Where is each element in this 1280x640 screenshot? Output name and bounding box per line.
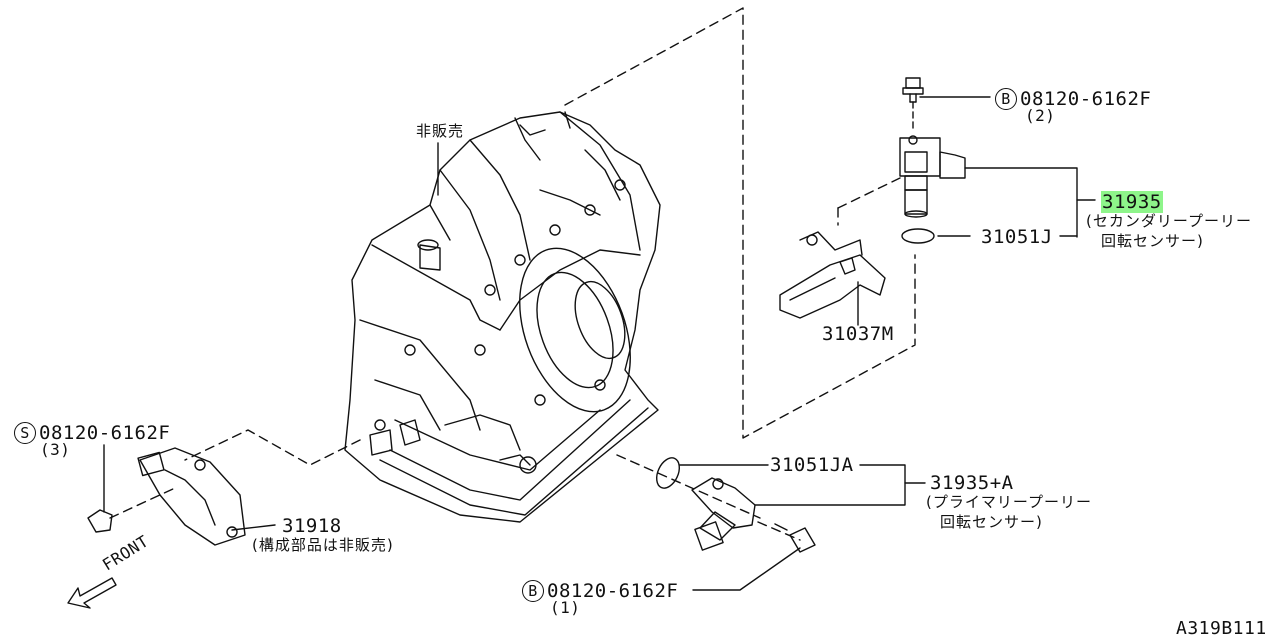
- part-desc: (構成部品は非販売): [252, 536, 394, 554]
- bolt-bottom: [774, 523, 816, 553]
- primary-pulley-sensor: [691, 477, 756, 551]
- part-number: 08120-6162F: [547, 579, 679, 602]
- leader-lines: [103, 96, 1096, 591]
- part-label-31918[interactable]: 31918: [282, 515, 342, 537]
- part-qty: (3): [40, 440, 71, 459]
- part-desc: 回転センサー): [1101, 232, 1204, 250]
- part-desc: (セカンダリープーリー: [1086, 212, 1252, 230]
- part-number: 08120-6162F: [1020, 87, 1152, 110]
- part-label-08120-top[interactable]: B 08120-6162F: [995, 88, 1151, 110]
- part-label-31051ja[interactable]: 31051JA: [770, 454, 854, 476]
- part-label-08120-bottom[interactable]: B 08120-6162F: [522, 580, 678, 602]
- secondary-pulley-sensor: [899, 135, 966, 218]
- diagram-id: A319B111: [1176, 618, 1267, 639]
- o-ring-31051ja: [655, 457, 681, 489]
- part-number: 08120-6162F: [39, 421, 171, 444]
- transaxle-assembly: [344, 111, 661, 523]
- bolt-type-badge: B: [995, 88, 1017, 110]
- bolt-left: [87, 509, 113, 533]
- part-label-08120-left[interactable]: S 08120-6162F: [14, 422, 170, 444]
- part-label-31935-a[interactable]: 31935+A: [930, 472, 1014, 494]
- part-qty: (1): [550, 598, 581, 617]
- part-desc: (プライマリープーリー: [926, 493, 1092, 511]
- part-desc: 回転センサー): [940, 513, 1043, 531]
- part-label-31051j[interactable]: 31051J: [981, 226, 1053, 248]
- part-number-highlighted: 31935: [1101, 191, 1163, 213]
- bolt-type-badge: B: [522, 580, 544, 602]
- part-label-not-for-sale: 非販売: [416, 122, 465, 140]
- bolt-type-badge: S: [14, 422, 36, 444]
- front-arrow-icon: [67, 577, 117, 609]
- switch-31918: [137, 447, 246, 546]
- bracket-31037m: [779, 231, 886, 319]
- o-ring-31051j: [901, 228, 935, 244]
- part-qty: (2): [1025, 106, 1056, 125]
- part-label-31037m[interactable]: 31037M: [822, 323, 894, 345]
- phantom-lines: [109, 7, 916, 541]
- part-label-31935[interactable]: 31935: [1101, 191, 1163, 213]
- bolt-top: [902, 77, 924, 131]
